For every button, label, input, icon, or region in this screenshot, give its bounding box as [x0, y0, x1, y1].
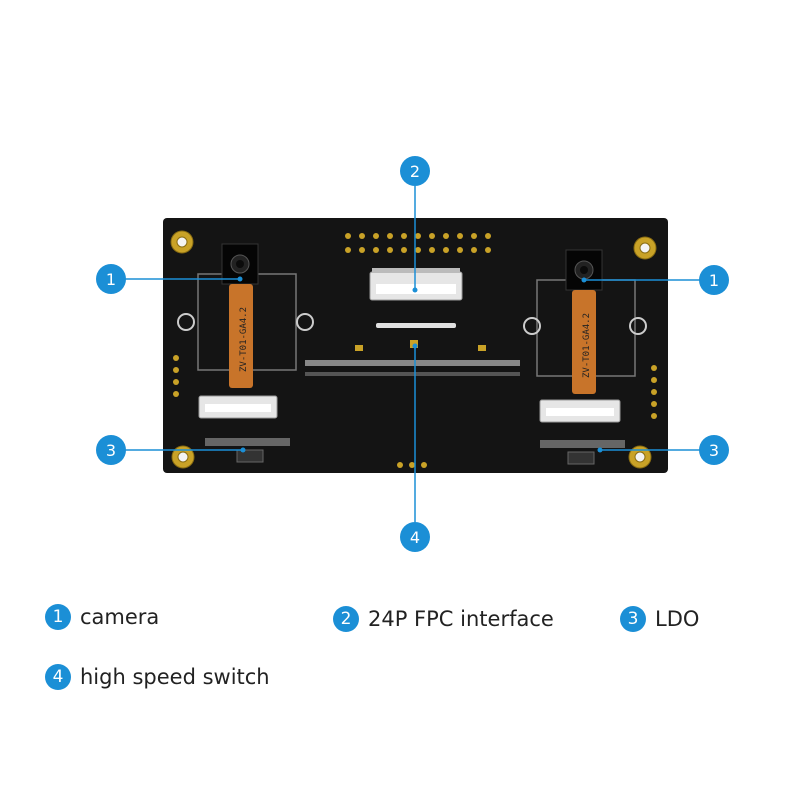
svg-text:4: 4	[410, 528, 420, 547]
legend-label-camera: camera	[80, 605, 160, 629]
callout-lines	[125, 186, 700, 522]
ldo-right	[540, 440, 625, 465]
camera-right-label: ZV-T01-GA4.2	[582, 313, 592, 378]
legend-badge-1: 1	[45, 604, 71, 630]
svg-text:1: 1	[106, 270, 116, 289]
callout-badge-switch: 4	[400, 522, 430, 552]
camera-module-right: ZV-T01-GA4.2	[523, 249, 647, 423]
silkscreen-bar	[376, 323, 456, 328]
svg-text:3: 3	[106, 441, 116, 460]
svg-text:1: 1	[709, 271, 719, 290]
legend-switch: 4 high speed switch	[45, 664, 270, 690]
svg-text:2: 2	[410, 162, 420, 181]
legend-camera: 1 camera	[45, 604, 159, 630]
legend-badge-3: 3	[620, 606, 646, 632]
legend-ldo: 3 LDO	[620, 606, 699, 632]
callout-badge-fpc: 2	[400, 156, 430, 186]
legend-badge-2: 2	[333, 606, 359, 632]
callout-badge-camera-right: 1	[699, 265, 729, 295]
mounting-holes	[170, 230, 657, 469]
svg-text:3: 3	[709, 441, 719, 460]
callout-badge-camera-left: 1	[96, 264, 126, 294]
header-pins-top	[345, 233, 491, 253]
board-diagram: ZV-T01-GA4.2 ZV-T01-GA4.2	[96, 156, 729, 552]
callout-badge-ldo-right: 3	[699, 435, 729, 465]
camera-module-left: ZV-T01-GA4.2	[177, 243, 314, 419]
callout-dots	[237, 276, 603, 453]
fpc-connector-center	[369, 268, 463, 301]
ldo-left	[205, 438, 290, 463]
camera-left-label: ZV-T01-GA4.2	[239, 307, 249, 372]
callout-badge-ldo-left: 3	[96, 435, 126, 465]
legend-label-ldo: LDO	[655, 607, 700, 631]
legend-fpc: 2 24P FPC interface	[333, 606, 554, 632]
header-pins-sides	[173, 355, 657, 468]
legend-badge-4: 4	[45, 664, 71, 690]
legend-label-fpc: 24P FPC interface	[368, 607, 554, 631]
legend-label-switch: high speed switch	[80, 665, 270, 689]
